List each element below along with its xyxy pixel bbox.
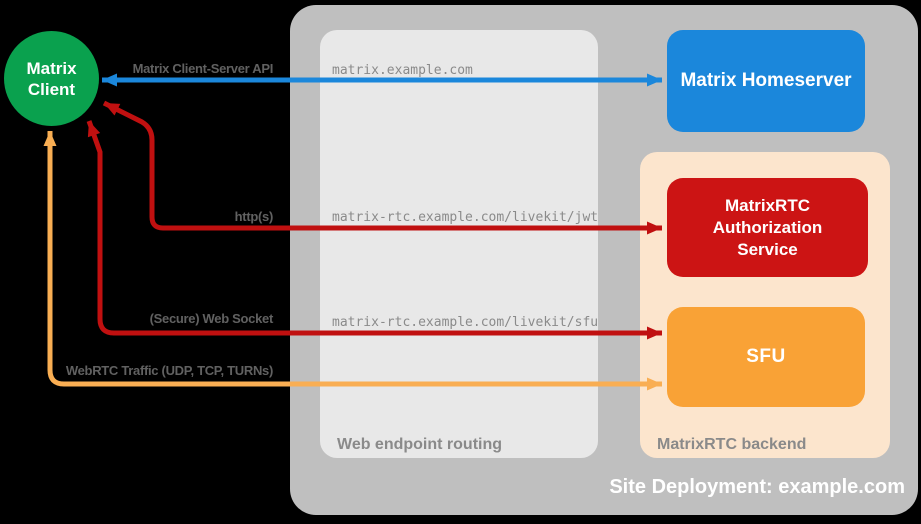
site-deployment-title: Site Deployment: example.com (609, 476, 905, 498)
sfu-node: SFU (667, 307, 865, 407)
matrix-homeserver-node: Matrix Homeserver (667, 30, 865, 132)
web-endpoint-routing-container (320, 30, 598, 458)
matrix-client-node: Matrix Client (4, 31, 99, 126)
endpoint-matrix-example-com: matrix.example.com (332, 63, 473, 78)
endpoint-livekit-sfu: matrix-rtc.example.com/livekit/sfu (332, 315, 599, 330)
matrixrtc-authorization-service-node: MatrixRTC Authorization Service (667, 178, 868, 277)
matrix-client-label: Matrix Client (26, 58, 77, 99)
endpoint-livekit-jwt: matrix-rtc.example.com/livekit/jwt (332, 210, 599, 225)
https-arrow-label: http(s) (234, 209, 274, 224)
matrixrtc-backend-caption: MatrixRTC backend (657, 436, 807, 453)
matrix-homeserver-label: Matrix Homeserver (680, 70, 852, 91)
websocket-arrow-label: (Secure) Web Socket (149, 311, 274, 326)
web-endpoint-routing-caption: Web endpoint routing (337, 436, 503, 453)
webrtc-traffic-arrow-label: WebRTC Traffic (UDP, TCP, TURNs) (65, 363, 273, 378)
sfu-label: SFU (746, 346, 786, 367)
client-server-api-arrow-label: Matrix Client-Server API (132, 61, 274, 76)
matrixrtc-authorization-service-label: MatrixRTC Authorization Service (712, 195, 823, 259)
